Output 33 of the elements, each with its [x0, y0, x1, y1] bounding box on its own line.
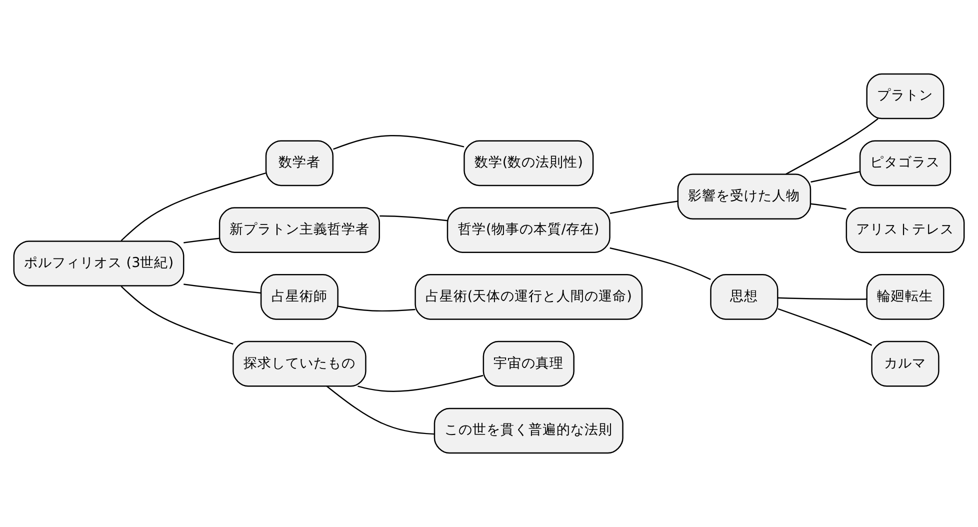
node-box: 宇宙の真理: [482, 340, 574, 387]
node-box: 占星術(天体の運行と人間の運命): [414, 274, 643, 320]
node-box: 思想: [710, 274, 778, 320]
connector: [326, 386, 434, 435]
node-box: カルマ: [871, 340, 940, 387]
node-box: アリストテレス: [846, 207, 965, 253]
connector: [338, 306, 416, 312]
connector: [358, 374, 484, 392]
node-box: 影響を受けた人物: [677, 174, 812, 220]
connector: [184, 284, 262, 294]
node-box: 数学者: [265, 140, 334, 186]
connector: [778, 297, 867, 300]
connector: [778, 308, 872, 346]
connector: [333, 135, 464, 150]
node-box: プラトン: [866, 73, 944, 120]
node-box: 哲学(物事の本質/存在): [446, 207, 610, 253]
connector: [120, 172, 266, 242]
node-box: ポルフィリオス (3世紀): [13, 240, 184, 286]
connector: [610, 200, 678, 214]
connector: [380, 215, 448, 222]
connector: [610, 247, 711, 280]
connector: [810, 203, 846, 210]
node-box: この世を貫く普遍的な法則: [434, 408, 624, 454]
node-box: 新プラトン主義哲学者: [218, 207, 380, 253]
connector: [120, 286, 234, 345]
connector: [786, 118, 878, 175]
node-box: 数学(数の法則性): [464, 140, 594, 186]
node-box: ピタゴラス: [859, 140, 952, 186]
node-box: 輪廻転生: [866, 274, 944, 320]
connector: [184, 238, 220, 244]
connector: [810, 170, 860, 183]
node-box: 占星術師: [260, 274, 338, 320]
node-box: 探求していたもの: [232, 340, 366, 387]
